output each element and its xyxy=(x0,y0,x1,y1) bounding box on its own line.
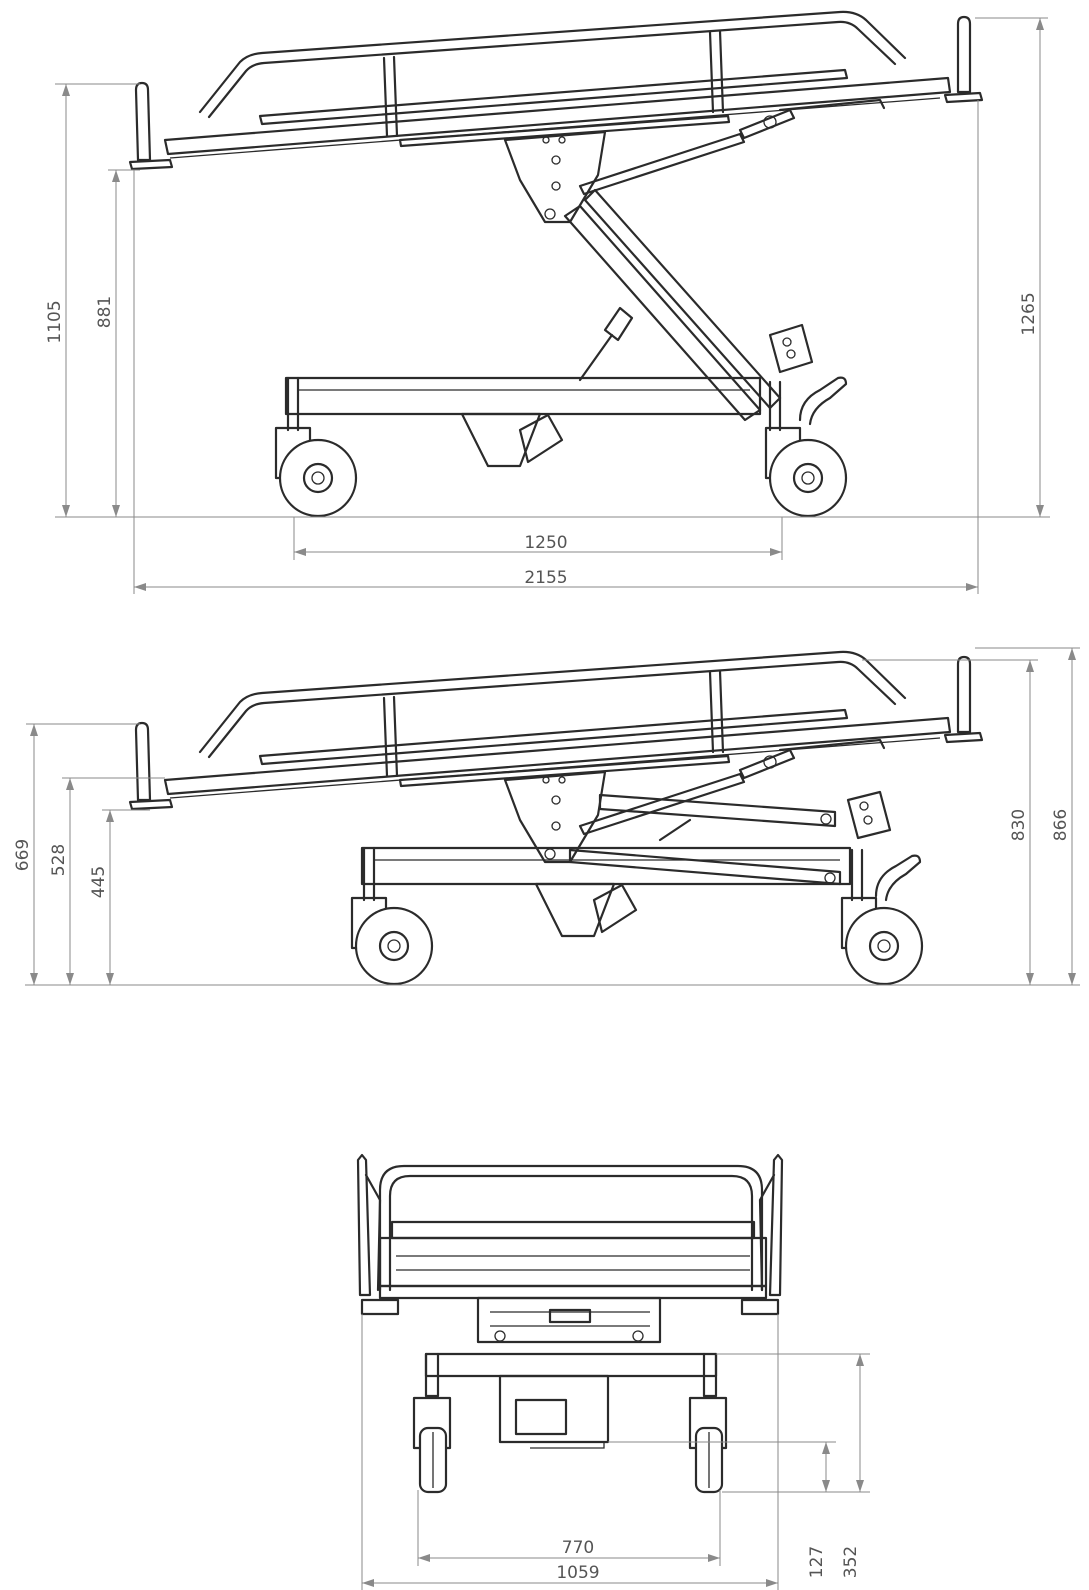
dim-total-length: 2155 xyxy=(524,568,567,588)
side-view-lowered xyxy=(128,650,984,986)
front-view xyxy=(356,1153,784,1494)
dim-ground-clearance: 127 xyxy=(807,1546,827,1578)
dim-total-height: 1105 xyxy=(45,300,65,343)
dim-max-height: 1265 xyxy=(1019,292,1039,335)
dim-base-height: 352 xyxy=(841,1546,861,1578)
dimensions-view-raised: 1105 881 1265 1250 2155 xyxy=(45,17,1050,594)
dimensions-view-front: 770 1059 127 352 xyxy=(361,1314,870,1590)
dim-wheelbase: 1250 xyxy=(524,533,567,553)
dim-platform-height-lowered: 528 xyxy=(49,844,69,876)
dim-max-height-lowered: 866 xyxy=(1051,809,1071,841)
dim-total-width: 1059 xyxy=(556,1563,599,1583)
dim-wheel-track: 770 xyxy=(562,1538,594,1558)
dim-rail-height: 830 xyxy=(1009,809,1029,841)
dim-total-height-lowered: 669 xyxy=(13,839,33,871)
dim-min-height: 445 xyxy=(89,866,109,898)
dim-platform-height: 881 xyxy=(95,296,115,328)
dimensions-view-lowered: 669 528 445 830 866 xyxy=(13,647,1080,986)
side-view-raised xyxy=(128,10,984,518)
